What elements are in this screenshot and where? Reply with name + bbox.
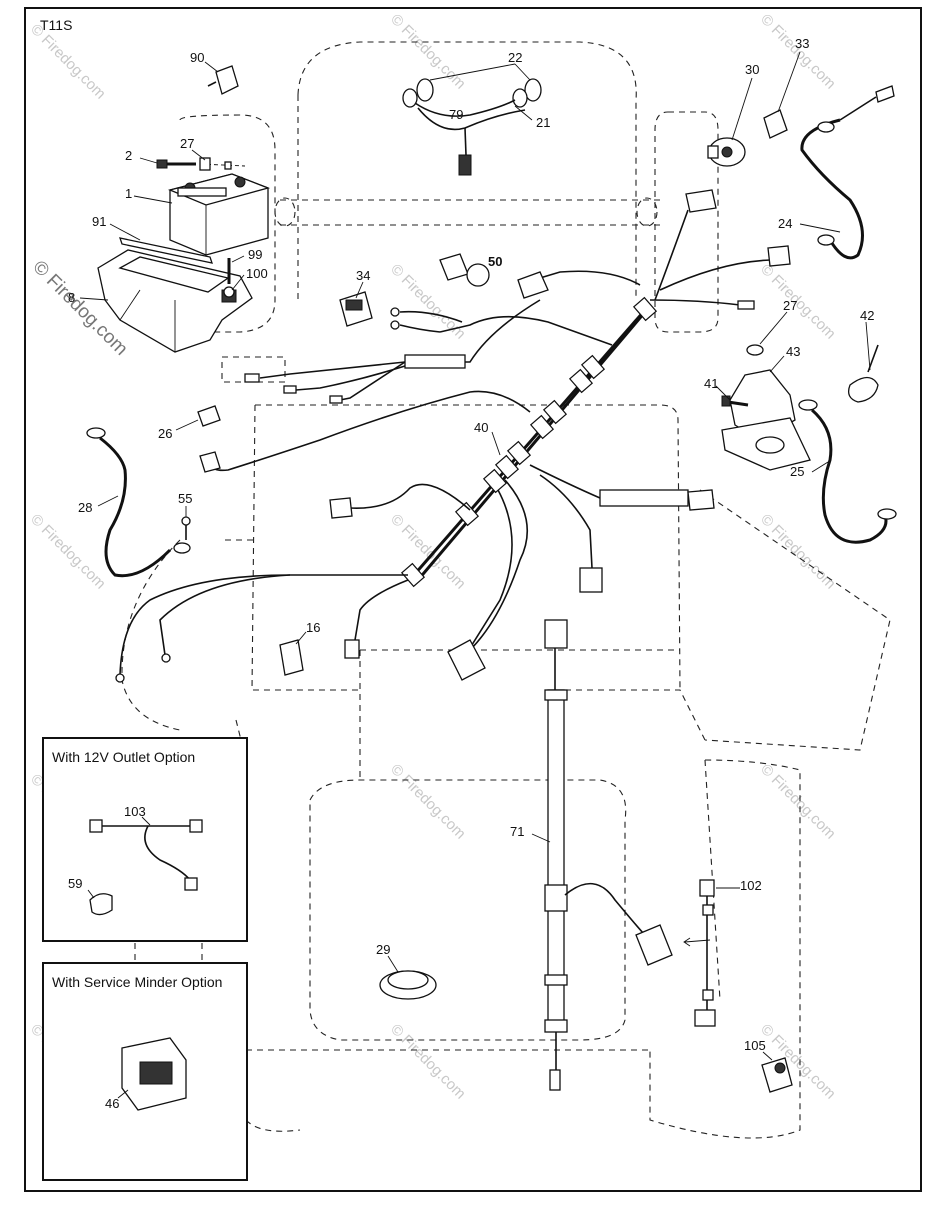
watermark: © Firedog.com xyxy=(27,21,109,103)
label-59: 59 xyxy=(68,876,82,891)
diagram-code: T11S xyxy=(40,17,72,33)
part-34-switch xyxy=(339,291,373,327)
label-24: 24 xyxy=(778,216,792,231)
label-25: 25 xyxy=(790,464,804,479)
inset-service-minder: With Service Minder Option xyxy=(42,962,248,1181)
label-42: 42 xyxy=(860,308,874,323)
part-labels: 90 22 33 30 79 21 27 2 1 91 99 100 8 24 … xyxy=(68,36,874,1111)
label-2: 2 xyxy=(125,148,132,163)
inset-12v-title: With 12V Outlet Option xyxy=(52,749,195,765)
watermark: © Firedog.com xyxy=(757,11,839,93)
label-16: 16 xyxy=(306,620,320,635)
label-27b: 27 xyxy=(783,298,797,313)
part-1-battery xyxy=(167,173,271,256)
part-26-bracket xyxy=(197,405,221,427)
label-102: 102 xyxy=(740,878,762,893)
watermark: © Firedog.com xyxy=(757,761,839,843)
label-40: 40 xyxy=(474,420,488,435)
label-8: 8 xyxy=(68,290,75,305)
label-41: 41 xyxy=(704,376,718,391)
part-102-harness xyxy=(683,879,716,1027)
label-103: 103 xyxy=(124,804,146,819)
part-50-switch xyxy=(439,253,490,287)
label-29: 29 xyxy=(376,942,390,957)
part-90-switch xyxy=(207,65,239,95)
label-71: 71 xyxy=(510,824,524,839)
part-28-cable xyxy=(86,427,191,578)
part-22-headlight-harness xyxy=(402,78,542,176)
part-8-battery-tray xyxy=(97,249,253,353)
label-34: 34 xyxy=(356,268,370,283)
watermark: © Firedog.com xyxy=(387,761,469,843)
label-90: 90 xyxy=(190,50,204,65)
part-105-sensor xyxy=(761,1057,793,1093)
inset-link xyxy=(134,943,203,963)
label-22: 22 xyxy=(508,50,522,65)
label-21: 21 xyxy=(536,115,550,130)
label-50: 50 xyxy=(488,254,502,269)
label-43: 43 xyxy=(786,344,800,359)
watermark: © Firedog.com xyxy=(757,261,839,343)
label-79: 79 xyxy=(449,107,463,122)
part-91-strap xyxy=(119,237,213,264)
part-30-key-switch xyxy=(707,137,746,167)
part-55-bolt xyxy=(181,516,191,540)
label-100: 100 xyxy=(246,266,268,281)
part-42-terminal-boot xyxy=(847,344,879,403)
label-91: 91 xyxy=(92,214,106,229)
part-16-connector xyxy=(279,639,304,676)
label-99: 99 xyxy=(248,247,262,262)
label-55: 55 xyxy=(178,491,192,506)
part-43-solenoid xyxy=(721,344,811,471)
part-40-main-harness xyxy=(115,189,791,683)
label-46: 46 xyxy=(105,1096,119,1111)
part-29-horn xyxy=(379,970,437,1000)
leader-lines xyxy=(79,51,871,1099)
part-24-cable xyxy=(800,85,895,260)
label-26: 26 xyxy=(158,426,172,441)
part-71-harness xyxy=(544,619,673,1091)
part-33-relay xyxy=(763,109,788,139)
label-27a: 27 xyxy=(180,136,194,151)
watermark: © Firedog.com xyxy=(387,1021,469,1103)
label-1: 1 xyxy=(125,186,132,201)
chassis-outline xyxy=(121,41,891,1139)
watermark: © Firedog.com xyxy=(387,511,469,593)
inset-12v-outlet: With 12V Outlet Option xyxy=(42,737,248,942)
part-2-bolt xyxy=(156,157,246,171)
diagram-border xyxy=(24,7,922,1192)
part-25-cable xyxy=(798,399,897,544)
label-105: 105 xyxy=(744,1038,766,1053)
watermark: © Firedog.com xyxy=(27,511,109,593)
label-30: 30 xyxy=(745,62,759,77)
part-99-bolt xyxy=(223,258,235,298)
label-28: 28 xyxy=(78,500,92,515)
inset-service-title: With Service Minder Option xyxy=(52,974,222,990)
label-33: 33 xyxy=(795,36,809,51)
